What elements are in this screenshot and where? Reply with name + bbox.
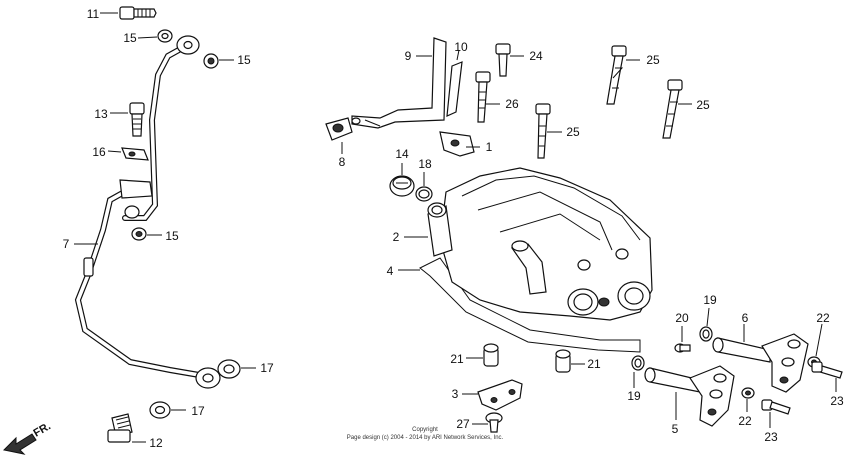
part-17-washer-upper[interactable]: [217, 359, 241, 379]
part-25-bolt-b[interactable]: [606, 45, 627, 105]
part-8-grommet[interactable]: [325, 117, 353, 141]
part-25-bolt-c[interactable]: [662, 79, 683, 139]
label-4: 4: [387, 264, 394, 278]
part-24-bolt[interactable]: [495, 43, 511, 77]
part-22-washer-lower[interactable]: [741, 387, 755, 399]
label-24: 24: [529, 49, 543, 63]
label-2: 2: [393, 230, 400, 244]
callout-labels: 11 15 15 13 16 7 15 17 17 12 9 10 24 26 …: [63, 7, 844, 450]
part-23-bolt-upper[interactable]: [811, 361, 843, 379]
label-16: 16: [92, 145, 106, 159]
label-9: 9: [405, 49, 412, 63]
part-19-o-ring-right[interactable]: [699, 326, 713, 342]
label-15-right: 15: [237, 53, 251, 67]
label-5: 5: [672, 422, 679, 436]
part-23-bolt-lower[interactable]: [761, 399, 791, 415]
part-25-bolt-a[interactable]: [535, 103, 551, 159]
label-22-lower: 22: [738, 414, 752, 428]
label-15-mid: 15: [165, 229, 179, 243]
label-17-upper: 17: [260, 361, 274, 375]
part-15-washer-mid[interactable]: [131, 227, 147, 241]
part-20-bolt[interactable]: [674, 343, 691, 353]
part-12-union-bolt[interactable]: [107, 413, 133, 443]
front-direction-arrow: FR.: [2, 420, 53, 455]
part-21-dowel-right[interactable]: [555, 349, 571, 373]
part-6-shaft[interactable]: [712, 333, 809, 393]
label-1: 1: [486, 140, 493, 154]
label-14: 14: [395, 147, 409, 161]
label-15-top: 15: [123, 31, 137, 45]
label-23-upper: 23: [830, 394, 844, 408]
label-25-top: 25: [646, 53, 660, 67]
label-11: 11: [87, 7, 100, 21]
label-21-right: 21: [587, 357, 601, 371]
label-13: 13: [94, 107, 108, 121]
label-3: 3: [452, 387, 459, 401]
part-3-plate[interactable]: [477, 379, 523, 411]
part-15-washer-right[interactable]: [203, 53, 219, 69]
part-16-clip[interactable]: [121, 147, 149, 161]
label-18: 18: [418, 157, 432, 171]
label-19-left: 19: [627, 389, 641, 403]
direction-label: FR.: [32, 420, 53, 439]
part-1-clamp[interactable]: [439, 131, 475, 157]
part-26-bolt[interactable]: [475, 71, 491, 123]
part-4-gasket[interactable]: [419, 257, 641, 353]
part-13-bolt[interactable]: [129, 102, 145, 137]
part-5-shaft[interactable]: [644, 365, 735, 427]
label-25-right: 25: [696, 98, 710, 112]
part-14-oil-cap[interactable]: [389, 175, 415, 197]
label-8: 8: [339, 155, 346, 169]
label-22-upper: 22: [816, 311, 830, 325]
copyright-line-1: Copyright: [412, 427, 438, 433]
part-27-screw[interactable]: [485, 412, 503, 433]
label-23-lower: 23: [764, 430, 778, 444]
part-2-head-cover[interactable]: [427, 167, 653, 321]
label-10: 10: [454, 40, 468, 54]
part-9-bracket[interactable]: [351, 37, 447, 129]
label-17-lower: 17: [191, 404, 205, 418]
label-27: 27: [456, 417, 470, 431]
part-10-pin[interactable]: [446, 61, 463, 117]
label-21-left: 21: [450, 352, 464, 366]
copyright-line-2: Page design (c) 2004 - 2014 by ARI Netwo…: [347, 435, 504, 441]
label-25-mid: 25: [566, 125, 580, 139]
part-18-o-ring[interactable]: [415, 186, 433, 202]
label-26: 26: [505, 97, 519, 111]
part-15-washer-top[interactable]: [157, 29, 173, 43]
label-6: 6: [742, 311, 749, 325]
part-19-o-ring-left[interactable]: [631, 355, 645, 371]
part-17-washer-lower[interactable]: [149, 401, 171, 419]
label-7: 7: [63, 237, 70, 251]
label-19-right: 19: [703, 293, 717, 307]
label-20: 20: [675, 311, 689, 325]
copyright-notice: Copyright Page design (c) 2004 - 2014 by…: [347, 427, 504, 441]
label-12: 12: [149, 436, 163, 450]
part-11-bolt[interactable]: [119, 6, 157, 20]
part-21-dowel-left[interactable]: [483, 343, 499, 367]
part-7-oil-pipe[interactable]: [74, 35, 221, 389]
